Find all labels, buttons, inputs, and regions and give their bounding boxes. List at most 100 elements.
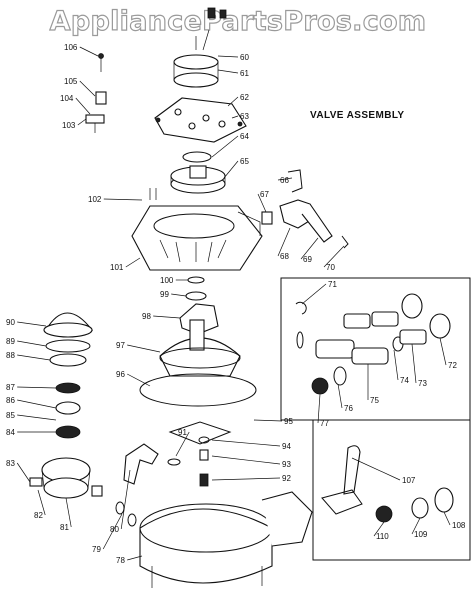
leader-104 (75, 97, 91, 115)
leader-66 (277, 177, 293, 181)
leader-82 (37, 489, 46, 516)
leader-80 (120, 469, 131, 530)
large-gasket-part (139, 373, 257, 407)
leader-88 (17, 354, 51, 361)
leader-67 (257, 193, 267, 213)
callout-106: 106 (64, 43, 78, 52)
diagram-title: VALVE ASSEMBLY (310, 110, 405, 121)
callout-89: 89 (6, 337, 15, 346)
valve-body-part (131, 188, 263, 271)
callout-82: 82 (34, 511, 43, 520)
leader-102 (103, 198, 143, 201)
oring-part (187, 276, 205, 284)
leader-64 (211, 135, 239, 158)
callout-67: 67 (260, 190, 269, 199)
callout-83: 83 (6, 459, 15, 468)
callout-74: 74 (400, 376, 409, 385)
seal-kit-parts (295, 293, 451, 395)
callout-80: 80 (110, 525, 119, 534)
leader-96 (127, 373, 151, 387)
top-plate-part (154, 97, 247, 143)
callout-109: 109 (414, 530, 428, 539)
leader-65 (223, 160, 239, 179)
leader-110 (373, 521, 385, 537)
callout-62: 62 (240, 93, 249, 102)
lever-detail-box (312, 419, 471, 561)
callout-99: 99 (160, 290, 169, 299)
leader-94 (211, 439, 281, 447)
leader-101 (125, 257, 141, 268)
leader-105 (79, 80, 96, 97)
callout-69: 69 (303, 255, 312, 264)
leader-95 (253, 419, 283, 422)
leader-61 (217, 69, 239, 74)
leader-106 (79, 46, 99, 57)
callout-65: 65 (240, 157, 249, 166)
leader-68 (277, 227, 291, 257)
callout-63: 63 (240, 112, 249, 121)
callout-92: 92 (282, 474, 291, 483)
leader-60 (217, 55, 239, 58)
leader-71 (301, 283, 327, 305)
callout-90: 90 (6, 318, 15, 327)
callout-77: 77 (320, 419, 329, 428)
leader-87 (17, 386, 57, 389)
callout-79: 79 (92, 545, 101, 554)
callout-84: 84 (6, 428, 15, 437)
callout-60: 60 (240, 53, 249, 62)
leader-98 (153, 315, 181, 319)
callout-64: 64 (240, 132, 249, 141)
callout-87: 87 (6, 383, 15, 392)
lever-detail-parts (321, 445, 454, 523)
callout-94: 94 (282, 442, 291, 451)
leader-103 (77, 118, 87, 126)
callout-100: 100 (160, 276, 174, 285)
callout-73: 73 (418, 379, 427, 388)
leader-81 (65, 497, 72, 528)
meter-head-part (29, 457, 103, 499)
leader-91 (175, 431, 190, 457)
callout-97: 97 (116, 341, 125, 350)
callout-91: 91 (178, 428, 187, 437)
callout-98: 98 (142, 312, 151, 321)
leader-78 (127, 555, 143, 561)
callout-102: 102 (88, 195, 102, 204)
callout-101: 101 (110, 263, 124, 272)
switch-parts (85, 53, 107, 133)
callout-107: 107 (402, 476, 416, 485)
callout-76: 76 (344, 404, 353, 413)
inlet-fitting-parts (261, 169, 349, 249)
callout-61: 61 (240, 69, 249, 78)
callout-93: 93 (282, 460, 291, 469)
callout-104: 104 (60, 94, 74, 103)
callout-68: 68 (280, 252, 289, 261)
leader-99 (171, 293, 187, 297)
motor-part (173, 7, 227, 88)
callout-78: 78 (116, 556, 125, 565)
leader-69 (300, 237, 319, 260)
callout-75: 75 (370, 396, 379, 405)
callout-96: 96 (116, 370, 125, 379)
leader-lines (16, 46, 451, 561)
callout-81: 81 (60, 523, 69, 532)
leader-70 (323, 245, 345, 268)
callout-66: 66 (280, 176, 289, 185)
leader-97 (127, 344, 161, 353)
leader-76 (337, 383, 343, 409)
callout-103: 103 (62, 121, 76, 130)
leader-79 (102, 513, 123, 550)
leader-86 (17, 399, 57, 409)
watermark: AppliancePartsPros.com (49, 5, 427, 37)
leader-72 (439, 337, 447, 366)
leader-90 (17, 321, 47, 327)
leader-63 (231, 115, 239, 119)
cam-gear-part (170, 165, 226, 194)
diaphragm-part (159, 319, 241, 377)
callout-71: 71 (328, 280, 337, 289)
small-center-parts (167, 421, 232, 487)
leader-74 (393, 349, 399, 381)
lower-housing-part (115, 443, 313, 588)
